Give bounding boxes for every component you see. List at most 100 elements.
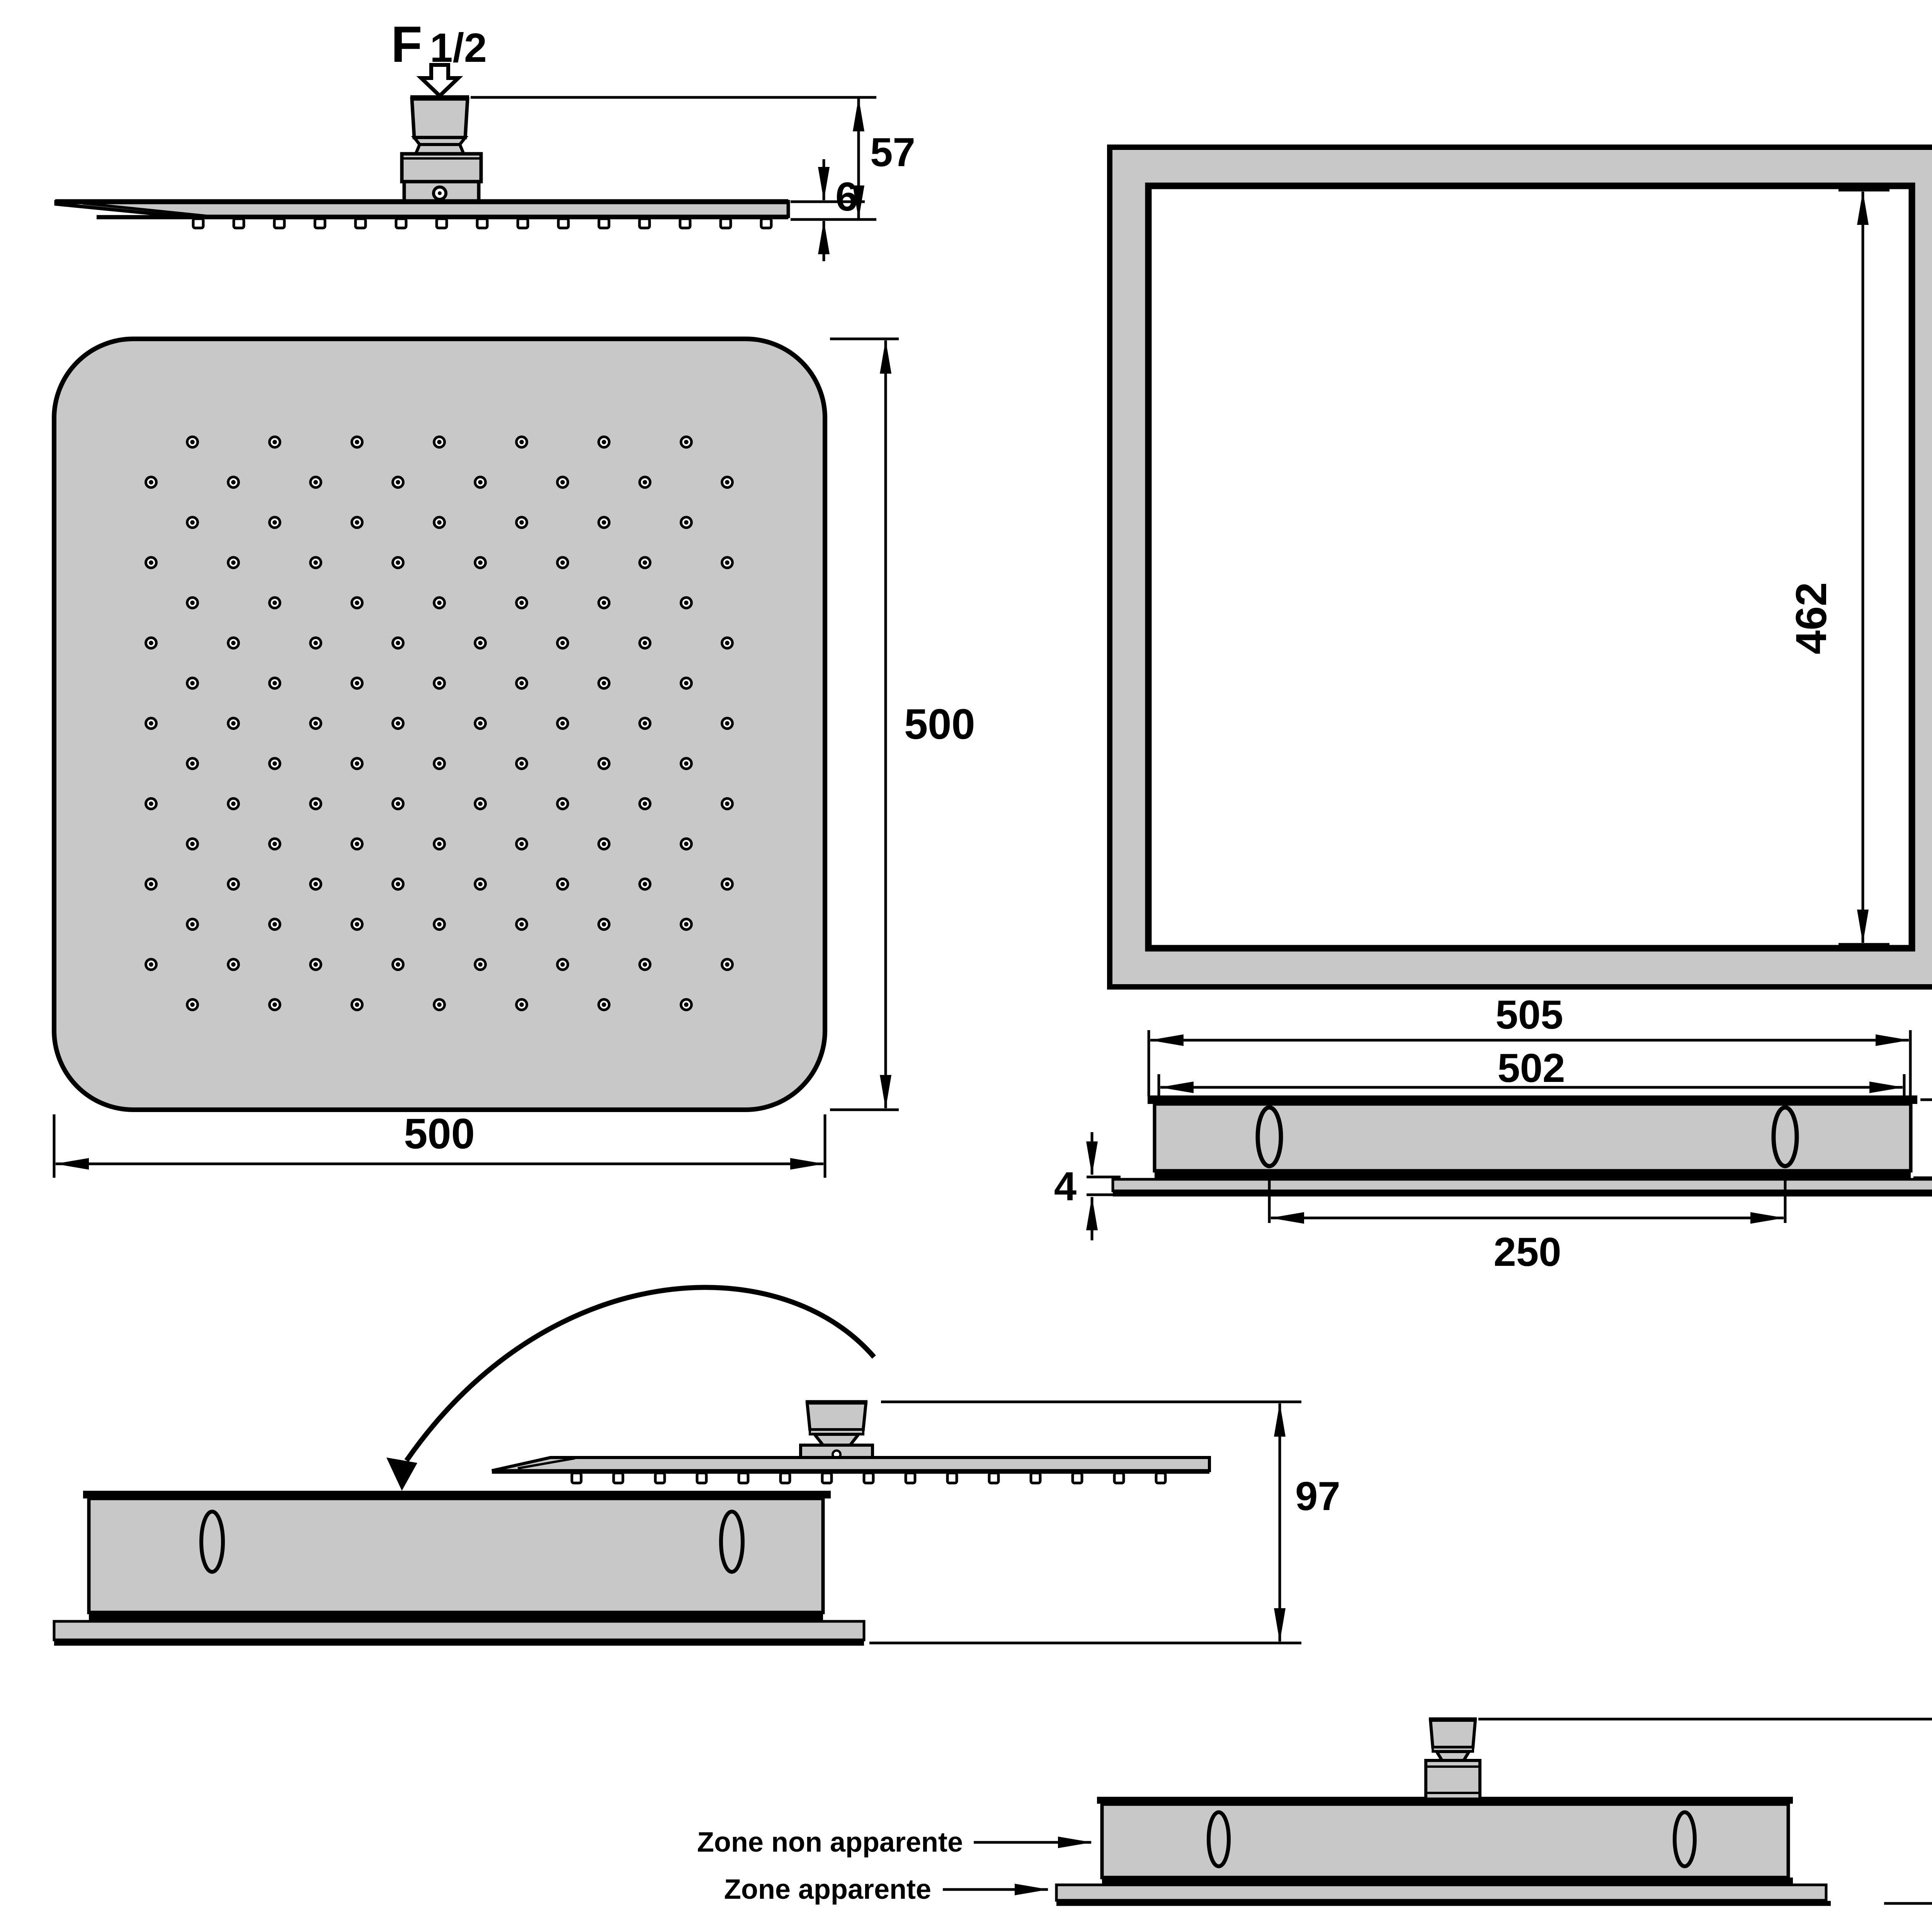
- dim-462: 462: [1787, 582, 1835, 655]
- spray-tooth: [1071, 1471, 1083, 1485]
- nozzle: [474, 636, 487, 650]
- nozzle: [433, 998, 446, 1011]
- nozzle: [474, 717, 487, 730]
- nozzle: [680, 837, 693, 850]
- nozzle: [515, 837, 528, 850]
- frame-flange: [53, 1620, 866, 1641]
- nozzle: [145, 717, 158, 730]
- nozzle: [268, 998, 281, 1011]
- nozzle: [391, 556, 405, 569]
- connector-thread-body: [805, 1401, 868, 1431]
- head-plate: [492, 1456, 1211, 1472]
- nozzle: [309, 797, 322, 810]
- spray-tooth: [1113, 1471, 1125, 1485]
- nozzle: [145, 556, 158, 569]
- frame-side-view: 505 502 40 4 250: [1054, 992, 1932, 1275]
- spray-tooth: [862, 1471, 875, 1485]
- nozzle: [638, 717, 651, 730]
- frame-body: [87, 1497, 825, 1614]
- spray-tooth: [273, 217, 286, 230]
- nozzle: [391, 717, 405, 730]
- nozzle: [350, 998, 364, 1011]
- nozzle: [227, 636, 240, 650]
- set-screw-dot: [438, 191, 442, 195]
- nozzle: [309, 556, 322, 569]
- label-zone-apparente: Zone apparente: [724, 1874, 931, 1905]
- nozzle: [268, 837, 281, 850]
- keyhole-slot: [1207, 1810, 1231, 1868]
- nozzle: [638, 636, 651, 650]
- nozzle: [721, 958, 734, 971]
- nozzle: [556, 636, 569, 650]
- nozzle: [433, 677, 446, 690]
- keyhole-slot: [1771, 1105, 1799, 1168]
- nozzle: [721, 556, 734, 569]
- nozzle: [597, 757, 611, 770]
- nozzle: [391, 797, 405, 810]
- spray-tooth: [395, 217, 408, 230]
- nozzle: [145, 878, 158, 891]
- nozzle: [474, 556, 487, 569]
- nozzle: [680, 435, 693, 449]
- face-plate: [52, 337, 827, 1112]
- mounted-view: Zone non apparente Zone apparente 61: [697, 1717, 1932, 1906]
- spray-tooth: [612, 1471, 624, 1485]
- nozzle: [145, 476, 158, 489]
- nozzle: [268, 918, 281, 931]
- inlet-arrow-icon: [416, 63, 463, 99]
- nozzle: [186, 757, 199, 770]
- nozzle: [350, 596, 364, 609]
- nozzle: [556, 476, 569, 489]
- dim-57: 57: [870, 130, 915, 175]
- nozzle: [556, 797, 569, 810]
- nozzle: [680, 516, 693, 529]
- nozzle: [309, 636, 322, 650]
- spray-tooth: [821, 1471, 833, 1485]
- spray-tooth: [988, 1471, 1000, 1485]
- spray-tooth: [192, 217, 205, 230]
- install-arrow-head-icon: [386, 1458, 417, 1491]
- nozzle: [474, 476, 487, 489]
- dim-250: 250: [1493, 1230, 1561, 1275]
- nozzle: [515, 757, 528, 770]
- nozzle: [556, 717, 569, 730]
- nozzle: [721, 717, 734, 730]
- dim-505: 505: [1495, 992, 1563, 1037]
- nozzle: [638, 797, 651, 810]
- nozzle: [474, 878, 487, 891]
- spray-tooth: [654, 1471, 666, 1485]
- nozzle: [186, 837, 199, 850]
- spray-tooth: [232, 217, 245, 230]
- spray-tooth: [946, 1471, 958, 1485]
- nozzle: [433, 918, 446, 931]
- spray-tooth: [696, 1471, 708, 1485]
- spray-tooth: [737, 1471, 750, 1485]
- nozzle: [515, 516, 528, 529]
- nozzle: [721, 636, 734, 650]
- nozzle: [350, 435, 364, 449]
- spray-tooth: [779, 1471, 791, 1485]
- dim-97: 97: [1295, 1474, 1340, 1519]
- spray-tooth: [354, 217, 367, 230]
- spray-tooth: [557, 217, 570, 230]
- nozzle: [227, 476, 240, 489]
- nozzle: [145, 958, 158, 971]
- nozzle: [680, 918, 693, 931]
- face-view: 500 500: [52, 337, 975, 1178]
- nozzle: [597, 837, 611, 850]
- nozzle: [227, 958, 240, 971]
- connector-thread-body: [1429, 1719, 1477, 1749]
- spray-tooth: [638, 217, 651, 230]
- nozzle: [556, 878, 569, 891]
- nozzle: [597, 596, 611, 609]
- nozzle: [515, 918, 528, 931]
- keyhole-slot: [199, 1510, 225, 1574]
- nozzle: [638, 556, 651, 569]
- spray-tooth: [516, 217, 529, 230]
- nozzle: [680, 677, 693, 690]
- spray-tooth: [435, 217, 448, 230]
- dim-6: 6: [835, 174, 858, 219]
- nozzle: [597, 918, 611, 931]
- frame-flange: [1111, 1178, 1932, 1192]
